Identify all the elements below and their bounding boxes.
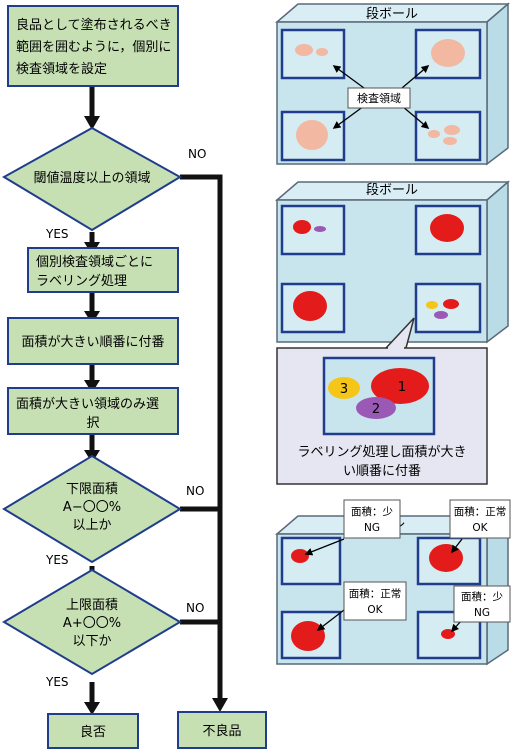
callout1-line2: NG — [364, 522, 380, 534]
step4-line1: 面積が大きい領域のみ選 — [16, 396, 159, 412]
callout3-line1: 面積：正常 — [349, 587, 402, 600]
step-select-largest — [7, 387, 179, 435]
badge-1: 1 — [398, 380, 406, 395]
step1-line2: 範囲を囲むように，個別に — [16, 40, 171, 55]
label-box — [347, 87, 411, 109]
inspection-area-tl — [280, 204, 346, 256]
callout-box — [343, 499, 401, 539]
panel-labeling: 段ボール 3 1 2 ラベリング処理し面積が大き い順番に付番 — [274, 180, 511, 485]
badge-1-blob — [371, 368, 429, 404]
callout-box — [453, 585, 511, 623]
purple-blob — [314, 226, 326, 232]
decision-threshold-temp — [2, 126, 182, 232]
decision-upper-area — [2, 568, 182, 676]
callout2-line1: 面積：正常 — [454, 505, 507, 518]
labeling-caption-line1: ラベリング処理し面積が大き — [297, 445, 466, 460]
red-blob — [443, 299, 459, 309]
peach-blob — [296, 120, 328, 150]
box-side-face — [486, 180, 509, 344]
badge-3-blob — [328, 377, 360, 399]
decision2-line3: 以上か — [72, 518, 111, 533]
callout4-line2: NG — [474, 607, 490, 619]
step1-line1: 良品として塗布されるべき — [16, 17, 172, 33]
callout-box — [449, 499, 511, 539]
labeling-caption-line2: い順番に付番 — [343, 464, 421, 479]
result-bad-label: 不良品 — [202, 723, 241, 739]
decision2-no: NO — [186, 484, 204, 498]
callout1-line1: 面積：少 — [351, 505, 393, 518]
red-blob — [429, 544, 463, 572]
decision1-no: NO — [188, 147, 206, 161]
peach-blob — [444, 125, 460, 135]
panel2-title: 段ボール — [366, 183, 418, 198]
inspection-area-tl — [280, 536, 342, 586]
badge-2: 2 — [372, 402, 380, 417]
label-arrows — [332, 64, 430, 130]
purple-blob — [434, 311, 448, 319]
result-bad — [177, 711, 267, 749]
inspection-area-br — [414, 110, 482, 162]
callout-box — [343, 581, 407, 621]
red-blob — [293, 220, 311, 234]
decision1-label: 閾値温度以上の領域 — [33, 170, 150, 186]
decision2-line1: 下限面積 — [66, 482, 118, 497]
red-blob — [293, 291, 327, 321]
peach-blob — [443, 137, 457, 145]
badge-3: 3 — [340, 382, 348, 397]
step2-line1: 個別検査領域ごとに — [36, 254, 153, 270]
step4-line2: 択 — [86, 416, 99, 431]
inspection-area-label: 検査領域 — [357, 91, 401, 105]
step-set-inspection-area — [7, 5, 179, 87]
badge-2-blob — [356, 397, 396, 419]
peach-blob — [295, 44, 313, 56]
decision2-yes: YES — [45, 553, 69, 567]
panel1-title: 段ボール — [366, 7, 418, 22]
decision3-line2: A+〇〇% — [63, 616, 121, 631]
red-blob — [291, 621, 325, 651]
panel-inspection-areas: 段ボール 検査領域 — [274, 2, 511, 166]
peach-blob — [428, 130, 440, 138]
step-labeling — [27, 247, 179, 293]
callout2-line2: OK — [472, 522, 488, 534]
red-blob — [291, 549, 309, 563]
yellow-blob — [426, 301, 438, 309]
decision1-yes: YES — [45, 227, 69, 241]
step2-line2: ラベリング処理 — [36, 274, 127, 289]
decision-lower-area — [2, 454, 182, 564]
step3-label: 面積が大きい順番に付番 — [21, 335, 164, 350]
callout3-line2: OK — [367, 604, 383, 616]
peach-blob — [316, 48, 328, 56]
box-side-face — [486, 2, 509, 166]
step-numbering — [7, 317, 179, 365]
decision3-line3: 以下か — [72, 634, 111, 649]
step1-line3: 検査領域を設定 — [16, 61, 107, 77]
decision3-yes: YES — [45, 675, 69, 689]
flowchart: 良品として塗布されるべき 範囲を囲むように，個別に 検査領域を設定 閾値温度以上… — [2, 5, 267, 749]
result-good-label: 良否 — [80, 724, 106, 740]
decision3-line1: 上限面積 — [66, 598, 118, 613]
panel-judgment: ール 面積：少 NG 面積：正常 OK 面積：正常 OK 面積：少 NG — [274, 499, 511, 666]
red-blob — [430, 214, 464, 242]
result-good — [47, 713, 139, 749]
inspection-area-tl — [280, 28, 346, 80]
decision2-line2: A−〇〇% — [63, 500, 121, 515]
callout4-line1: 面積：少 — [461, 590, 503, 603]
decision3-no: NO — [186, 601, 204, 615]
peach-blob — [431, 39, 465, 67]
